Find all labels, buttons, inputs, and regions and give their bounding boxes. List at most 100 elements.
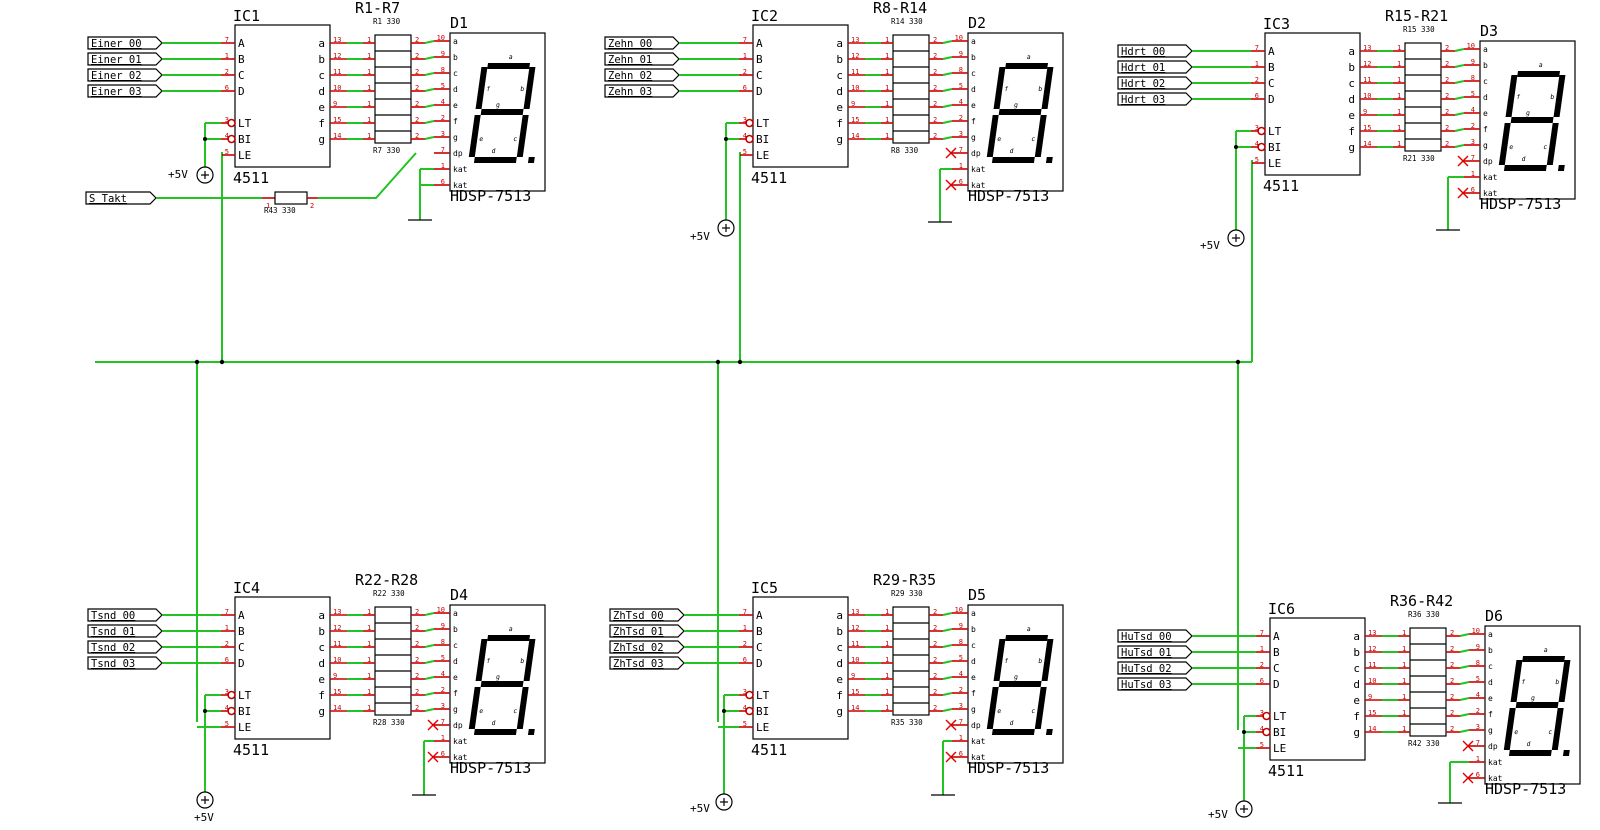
ic-pin-name-a: A	[238, 37, 245, 50]
display-pin-name: kat	[1488, 758, 1503, 767]
ic-pin-name-out: b	[318, 53, 325, 66]
display-label: D5	[968, 586, 986, 604]
segment-letter: b	[1550, 93, 1555, 101]
ic-pin-name-out: e	[318, 673, 325, 686]
segment-letter: g	[1014, 673, 1019, 681]
input-net-label	[604, 84, 680, 98]
res-pin-num: 1	[367, 640, 371, 648]
input-net-label	[604, 68, 680, 82]
ic-body	[752, 596, 849, 740]
decimal-point	[527, 157, 535, 163]
nc-marker	[1457, 187, 1469, 199]
ic-pin-name-out: a	[1353, 630, 1360, 643]
ic-pin-number: 1	[743, 624, 747, 632]
segment	[1522, 656, 1565, 662]
input-net-label	[609, 640, 685, 654]
res-pin-num: 1	[1402, 629, 1406, 637]
ic-pin-name-bi: BI	[756, 705, 769, 718]
ic-out-number: 9	[1368, 693, 1372, 701]
segment	[473, 729, 517, 735]
ic-pin-name-out: g	[318, 705, 325, 718]
ic-out-number: 10	[333, 656, 341, 664]
segment	[468, 115, 481, 157]
ic-pin-name-out: d	[1353, 678, 1360, 691]
resistor-bottom-label: R7 330	[373, 146, 401, 155]
ic-type-label: 4511	[1263, 177, 1299, 195]
ic-out-number: 10	[1363, 92, 1371, 100]
ic-label: IC3	[1263, 15, 1290, 33]
display-pin-name: d	[971, 657, 976, 666]
ic-pin-number: 3	[743, 116, 747, 124]
segment-letter: f	[1521, 678, 1526, 686]
nc-marker	[945, 147, 957, 159]
ic-pin-name-lt: LT	[238, 689, 252, 702]
ic-pin-name-le: LE	[238, 149, 251, 162]
segment-letter: g	[496, 673, 501, 681]
ic-pin-number: 6	[225, 84, 229, 92]
display-pin-num: 4	[441, 98, 445, 106]
ic-out-number: 10	[851, 84, 859, 92]
res-pin-num: 1	[1402, 677, 1406, 685]
resistor-array-label: R1-R7	[355, 0, 400, 17]
segment-letter: d	[491, 147, 496, 155]
ic-pin-number: 7	[743, 608, 747, 616]
segment	[1508, 750, 1552, 756]
ic-pin-name-out: f	[836, 689, 843, 702]
res-pin-num: 1	[885, 52, 889, 60]
nc-marker	[1457, 155, 1469, 167]
seg-wire-out	[942, 692, 953, 696]
display-pin-num: 6	[1471, 186, 1475, 194]
input-net-name: Hdrt_00	[1121, 46, 1165, 58]
display-pin-name: kat	[971, 737, 986, 746]
seg-wire-out	[424, 692, 435, 696]
ic-pin-number: 6	[743, 656, 747, 664]
display-pin-num: 7	[959, 718, 963, 726]
power-label: +5V	[194, 811, 214, 824]
res-pin-num: 1	[1402, 725, 1406, 733]
inverter-bubble	[1262, 711, 1271, 721]
power-symbol	[1227, 229, 1245, 247]
res-pin-num: 1	[885, 704, 889, 712]
segment-letter: a	[508, 625, 513, 633]
res-pin-num: 2	[415, 100, 419, 108]
segment-letter: b	[1555, 678, 1560, 686]
inverter-bubble	[227, 134, 236, 144]
junction	[724, 137, 728, 141]
ic-out-number: 13	[1368, 629, 1376, 637]
clock-net-name: S_Takt	[89, 193, 127, 205]
seg-wire-out	[424, 56, 435, 60]
display-pin-num: 5	[1471, 90, 1475, 98]
inverter-bubble	[227, 118, 236, 128]
display-pin-name: a	[453, 609, 458, 618]
ic-pin-name-lt: LT	[1268, 125, 1282, 138]
ic-pin-number: 1	[743, 52, 747, 60]
ic-pin-name-out: b	[318, 625, 325, 638]
inverter-bubble	[227, 690, 236, 700]
segment	[993, 639, 1006, 681]
resistor-array-body	[374, 34, 412, 144]
segment	[523, 67, 536, 109]
input-net-label	[87, 36, 163, 50]
segment-letter: e	[997, 707, 1002, 715]
ic-pin-name-le: LE	[756, 721, 769, 734]
junction	[1242, 730, 1246, 734]
input-net-label	[604, 36, 680, 50]
res-pin-num: 1	[1397, 140, 1401, 148]
ic-out-number: 10	[851, 656, 859, 664]
seg-wire-out	[424, 612, 435, 616]
seg-wire-out	[424, 644, 435, 648]
ic-body	[1264, 32, 1361, 176]
seg-wire-out	[424, 88, 435, 92]
ic-pin-number: 6	[743, 84, 747, 92]
display-pin-name: dp	[453, 721, 463, 730]
input-net-label	[87, 608, 163, 622]
ic-pin-name-out: g	[1348, 141, 1355, 154]
display-pin-num: 1	[441, 162, 445, 170]
resistor-top-label: R1 330	[373, 17, 401, 26]
res-pin-num: 1	[1397, 44, 1401, 52]
res-pin-num: 2	[1450, 709, 1454, 717]
res-pin-num: 1	[367, 100, 371, 108]
ic-out-number: 11	[333, 640, 341, 648]
